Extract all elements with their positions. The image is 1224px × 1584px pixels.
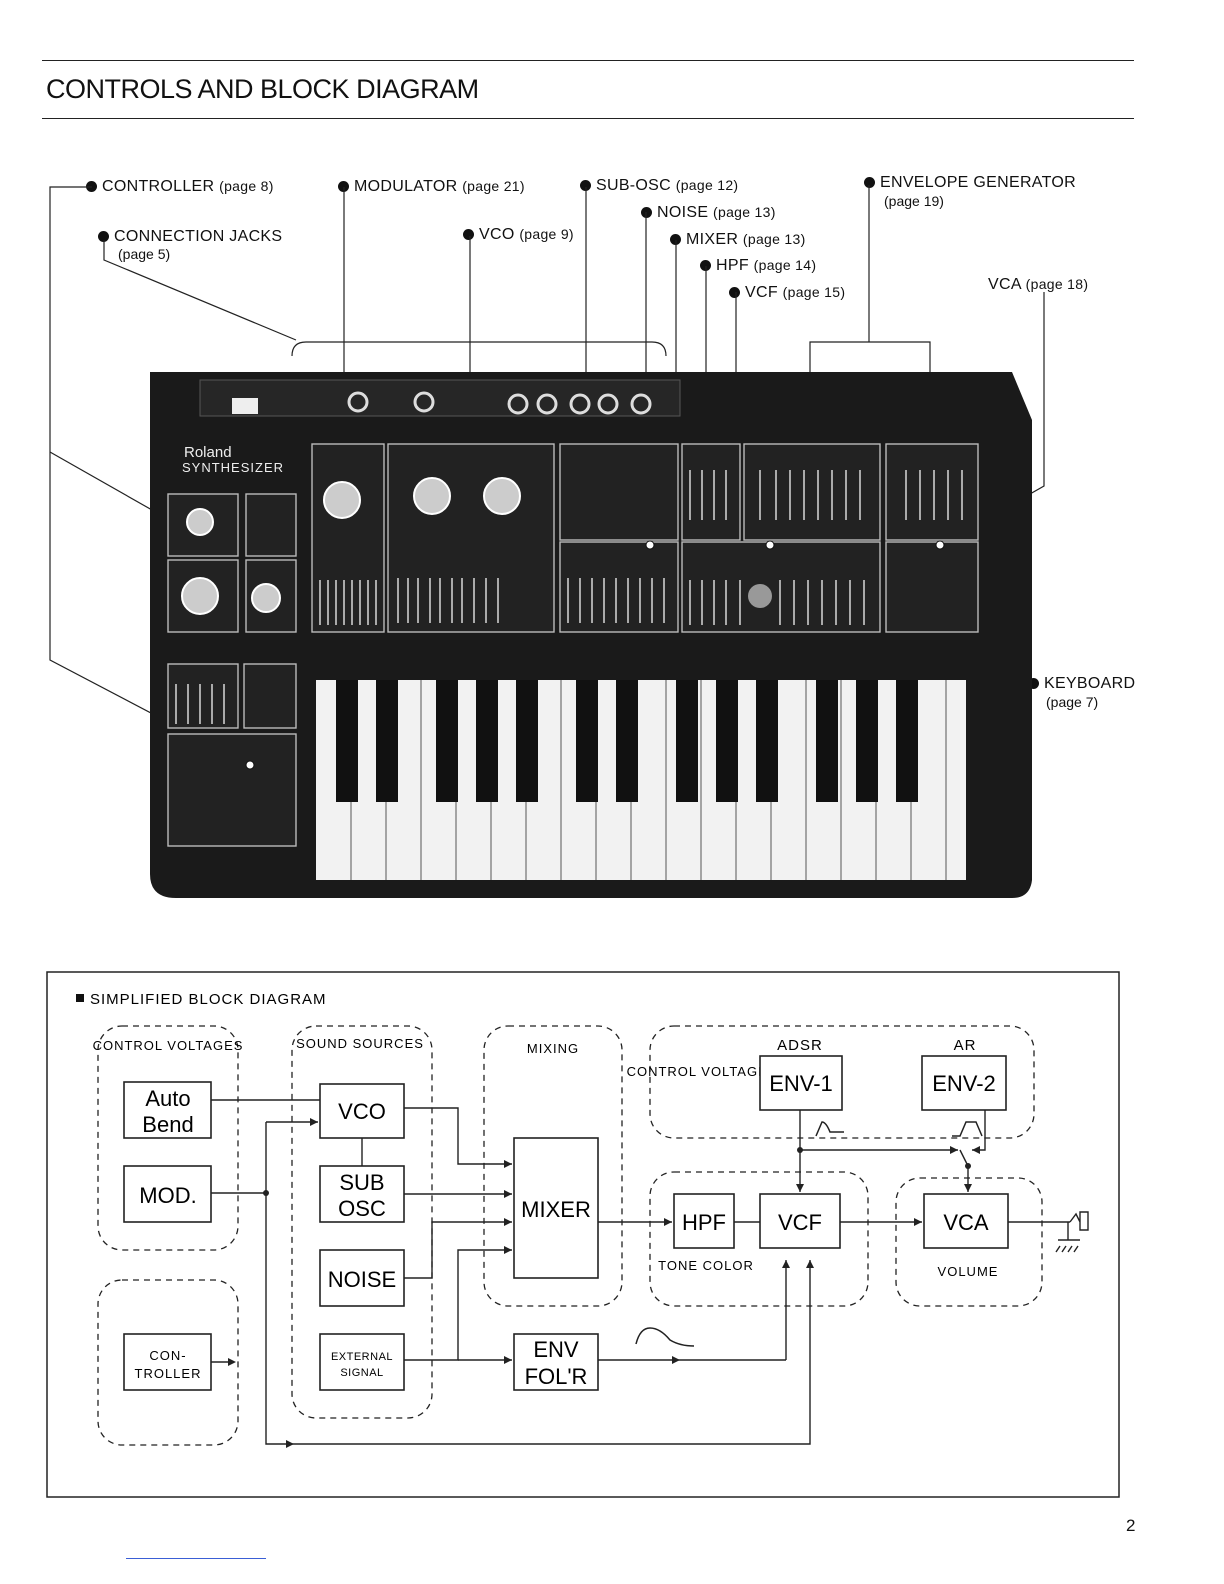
callout-connection-jacks-page: (page 5) — [118, 246, 171, 262]
callout-vcf: VCF (page 15) — [729, 284, 845, 302]
callout-vco: VCO (page 9) — [463, 226, 574, 244]
brand-text: Roland — [184, 444, 232, 461]
block-mixer — [513, 1137, 599, 1279]
block-env1 — [759, 1055, 843, 1111]
text-mod: MOD. — [139, 1183, 196, 1208]
text-vca: VCA — [943, 1210, 989, 1235]
block-vcf — [759, 1193, 841, 1249]
text-signal: SIGNAL — [340, 1367, 383, 1379]
block-env-folr — [513, 1333, 599, 1391]
page-number: 2 — [1126, 1516, 1136, 1535]
label-control-voltages-left: CONTROL VOLTAGES — [93, 1038, 244, 1053]
text-auto: Auto — [145, 1086, 190, 1111]
block-diagram: SIMPLIFIED BLOCK DIAGRAM CONTROL VOLTAGE… — [46, 971, 1120, 1498]
block-sub-osc — [319, 1165, 405, 1223]
block-hpf — [673, 1193, 735, 1249]
connections — [211, 1099, 1089, 1445]
group-volume — [895, 1177, 1043, 1307]
label-adsr: ADSR — [777, 1037, 823, 1054]
label-ar: AR — [954, 1037, 977, 1054]
callout-modulator: MODULATOR (page 21) — [338, 178, 525, 196]
block-vco — [319, 1083, 405, 1139]
label-mixing: MIXING — [527, 1041, 579, 1056]
text-sub: SUB — [339, 1170, 384, 1195]
text-hpf: HPF — [682, 1210, 726, 1235]
block-auto-bend — [123, 1081, 212, 1139]
callout-noise: NOISE (page 13) — [641, 204, 776, 222]
block-external-signal — [319, 1333, 405, 1391]
label-control-voltages-right: CONTROL VOLTAGES — [627, 1064, 778, 1079]
callout-connection-jacks: CONNECTION JACKS — [98, 228, 282, 246]
diagram-heading: SIMPLIFIED BLOCK DIAGRAM — [90, 991, 327, 1008]
group-control-voltages-left — [97, 1025, 239, 1251]
callout-sub-osc: SUB-OSC (page 12) — [580, 177, 738, 195]
callout-mixer: MIXER (page 13) — [670, 231, 806, 249]
keyboard-keys — [316, 680, 966, 880]
group-controller — [97, 1279, 239, 1446]
text-env: ENV — [533, 1337, 579, 1362]
text-vcf: VCF — [778, 1210, 822, 1235]
title-rule — [42, 118, 1134, 119]
block-noise — [319, 1249, 405, 1307]
block-mod — [123, 1165, 212, 1223]
block-env2 — [921, 1055, 1007, 1111]
label-tone-color: TONE COLOR — [658, 1258, 754, 1273]
synth-photo: Roland SYNTHESIZER — [49, 185, 1045, 898]
callout-envelope-generator: ENVELOPE GENERATOR — [864, 174, 1076, 192]
text-troller: TROLLER — [135, 1366, 202, 1381]
text-noise: NOISE — [328, 1267, 396, 1292]
text-external: EXTERNAL — [331, 1351, 393, 1363]
group-mixing — [483, 1025, 623, 1307]
text-env1: ENV-1 — [769, 1071, 833, 1096]
block-vca — [923, 1193, 1009, 1249]
label-volume: VOLUME — [938, 1264, 999, 1279]
page-title: CONTROLS AND BLOCK DIAGRAM — [46, 74, 479, 104]
text-env2: ENV-2 — [932, 1071, 996, 1096]
text-vco: VCO — [338, 1099, 386, 1124]
text-mixer: MIXER — [521, 1197, 591, 1222]
text-con: CON- — [149, 1348, 186, 1363]
group-control-voltages-right — [649, 1025, 1035, 1139]
callout-keyboard-page: (page 7) — [1046, 694, 1099, 710]
text-bend: Bend — [142, 1112, 193, 1137]
blue-underline — [126, 1558, 266, 1559]
callout-keyboard: KEYBOARD — [1028, 675, 1135, 693]
callout-envelope-generator-page: (page 19) — [884, 193, 944, 209]
diagram-frame — [46, 971, 1120, 1498]
product-text: SYNTHESIZER — [182, 460, 284, 475]
top-rule — [42, 60, 1134, 61]
heading-bullet — [76, 994, 84, 1002]
text-folr: FOL'R — [525, 1364, 588, 1389]
text-osc: OSC — [338, 1196, 386, 1221]
callout-hpf: HPF (page 14) — [700, 257, 816, 275]
label-sound-sources: SOUND SOURCES — [296, 1036, 424, 1051]
callout-vca: VCA (page 18) — [988, 276, 1089, 293]
